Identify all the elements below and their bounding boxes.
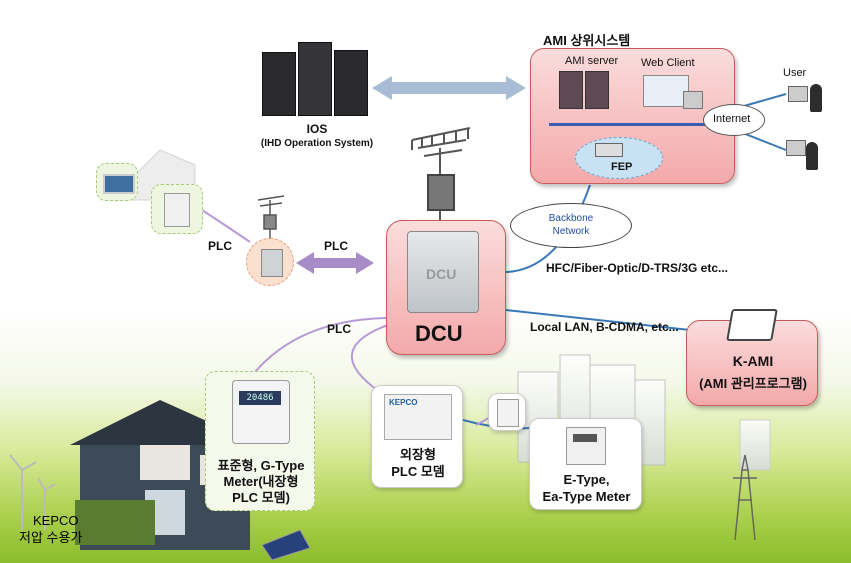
ihd-display-icon <box>103 174 135 194</box>
dcu-label: DCU <box>415 321 463 346</box>
dcu-tower <box>411 127 471 230</box>
plc-label-left: PLC <box>208 239 232 253</box>
g-meter-text: 표준형, G-Type Meter(내장형 PLC 모뎀) <box>206 458 316 506</box>
ios-title: IOS <box>306 122 328 136</box>
solar-panel <box>261 529 311 561</box>
g-meter-display: 20486 <box>239 391 281 405</box>
e-type-meter-text: E-Type, Ea-Type Meter <box>530 471 643 505</box>
g-meter-line2: Meter(내장형 <box>223 474 299 489</box>
kepco-customer-label: KEPCO 저압 수용가 <box>19 512 82 546</box>
user-label: User <box>783 67 807 79</box>
plc-modem-line2: PLC 모뎀 <box>391 464 445 479</box>
ios-subtitle: (IHD Operation System) <box>260 138 374 149</box>
ios-server-racks <box>262 40 372 120</box>
kepco-line2: 저압 수용가 <box>19 530 83 545</box>
wind-turbines <box>9 454 56 530</box>
fep-label: FEP <box>611 161 633 173</box>
ihd-display-box <box>96 163 138 201</box>
ami-server-icon <box>559 71 583 109</box>
fep-router-icon <box>595 143 623 157</box>
web-client-icon <box>643 75 689 107</box>
lan-bus-line <box>549 123 719 126</box>
backbone-line2: Network <box>552 226 590 237</box>
k-ami-title: K-AMI <box>732 353 774 369</box>
user-pc-icon-2 <box>786 140 806 156</box>
e-meter-line1: E-Type, <box>563 472 610 487</box>
backbone-line1: Backbone <box>548 213 594 224</box>
ihd-meter-icon <box>164 193 190 227</box>
user-pc-icon <box>788 86 808 102</box>
ihd-meter-box <box>151 184 203 234</box>
ami-server-icon-2 <box>585 71 609 109</box>
web-client-label: Web Client <box>641 57 695 69</box>
ami-server-label: AMI server <box>565 55 619 67</box>
kepco-line1: KEPCO <box>33 513 79 528</box>
plc-modem-icon: KEPCO <box>384 394 452 440</box>
fep-cloud <box>575 137 663 179</box>
plc-double-arrow <box>296 252 374 274</box>
pole-device-circle <box>246 238 294 286</box>
pole-transformer <box>257 195 285 245</box>
laptop-icon <box>726 309 778 341</box>
dcu-panel-text: DCU <box>426 266 457 282</box>
backbone-label: Backbone Network <box>510 212 632 238</box>
user-person-icon-2 <box>806 142 818 170</box>
hfc-label: HFC/Fiber-Optic/D-TRS/3G etc... <box>546 261 729 275</box>
plc-label-lower: PLC <box>327 322 351 336</box>
local-lan-label: Local LAN, B-CDMA, etc... <box>530 320 679 334</box>
g-meter-line1: 표준형, G-Type <box>217 458 305 473</box>
g-type-meter-icon: 20486 <box>232 380 290 444</box>
k-ami-box: K-AMI (AMI 관리프로그램) <box>686 309 818 406</box>
ami-upper-system-title: AMI 상위시스템 <box>543 33 631 48</box>
g-meter-line3: PLC 모뎀) <box>232 490 290 505</box>
pole-device-icon <box>261 249 283 277</box>
user-person-icon <box>810 84 822 112</box>
e-meter-small-box <box>488 393 526 431</box>
g-type-meter-box: 20486 표준형, G-Type Meter(내장형 PLC 모뎀) <box>205 371 315 511</box>
backbone-network-cloud <box>510 203 632 248</box>
plc-modem-brand: KEPCO <box>389 398 418 407</box>
ios-ami-arrow <box>372 76 526 100</box>
e-meter-line2: Ea-Type Meter <box>542 489 631 504</box>
e-type-meter-icon <box>566 427 606 465</box>
web-client-pc-icon <box>683 91 703 109</box>
power-pylon <box>733 454 757 541</box>
plc-modem-text: 외장형 PLC 모뎀 <box>372 446 464 480</box>
plc-label-arrow: PLC <box>324 239 348 253</box>
dcu-box: DCU DCU <box>386 220 506 355</box>
e-meter-small-icon <box>497 399 519 427</box>
ami-upper-system-box: AMI server Web Client FEP <box>530 48 735 184</box>
internet-label: Internet <box>713 113 751 125</box>
e-type-meter-box: E-Type, Ea-Type Meter <box>529 418 642 510</box>
dcu-device-icon: DCU <box>407 231 479 313</box>
plc-modem-box: KEPCO 외장형 PLC 모뎀 <box>371 385 463 488</box>
plc-modem-line1: 외장형 <box>400 447 436 462</box>
k-ami-subtitle: (AMI 관리프로그램) <box>699 376 807 391</box>
internet-cloud <box>703 104 765 136</box>
